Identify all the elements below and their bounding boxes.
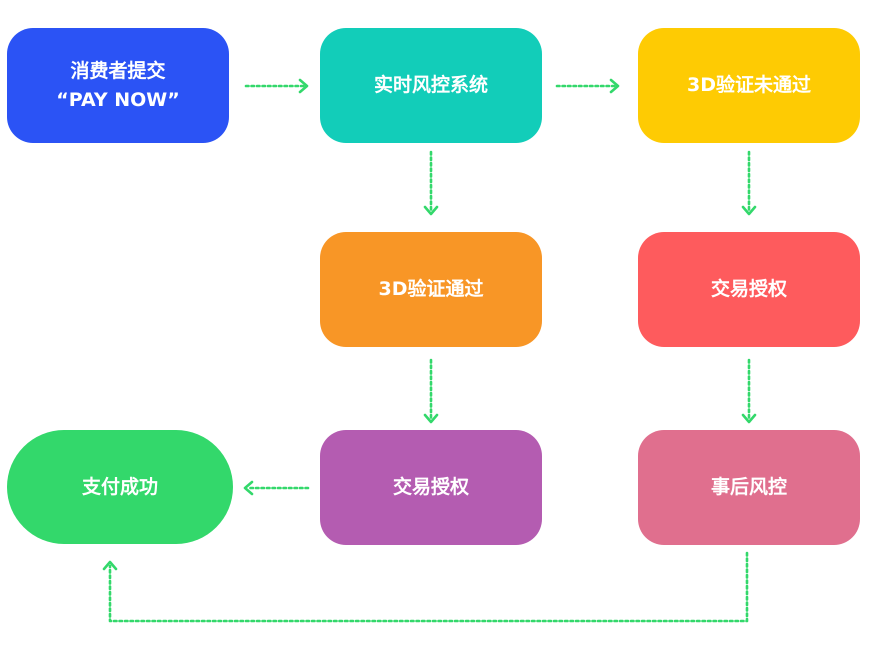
arrowhead-post-success — [102, 560, 118, 571]
node-transaction-authorization-mid-label: 交易授权 — [392, 476, 469, 498]
edge-post-success-line — [108, 551, 749, 623]
node-post-event-risk-control: 事后风控 — [638, 430, 860, 545]
node-post-event-risk-control-label: 事后风控 — [710, 476, 787, 498]
arrowhead-submit-risk — [298, 78, 309, 94]
arrowhead-3dpass-auth — [423, 413, 439, 424]
node-3d-verification-passed-label: 3D验证通过 — [378, 278, 484, 300]
node-consumer-submit: 消费者提交 “PAY NOW” — [7, 28, 229, 143]
arrowhead-auth-success — [243, 480, 254, 496]
node-realtime-risk-control-label: 实时风控系统 — [373, 74, 488, 96]
node-transaction-authorization-right-label: 交易授权 — [710, 278, 787, 300]
node-transaction-authorization-right: 交易授权 — [638, 232, 860, 347]
node-payment-success-label: 支付成功 — [81, 475, 158, 498]
node-payment-success: 支付成功 — [7, 430, 233, 544]
node-transaction-authorization-mid: 交易授权 — [320, 430, 542, 545]
arrowhead-risk-3dpass — [423, 205, 439, 216]
node-consumer-submit-line2: “PAY NOW” — [56, 88, 180, 111]
node-3d-verification-failed: 3D验证未通过 — [638, 28, 860, 143]
arrowhead-auth-post — [741, 413, 757, 424]
node-consumer-submit-line1: 消费者提交 — [70, 59, 166, 82]
arrowhead-3dfail-auth — [741, 205, 757, 216]
node-realtime-risk-control: 实时风控系统 — [320, 28, 542, 143]
arrowhead-risk-3dfail — [609, 78, 620, 94]
node-3d-verification-passed: 3D验证通过 — [320, 232, 542, 347]
node-3d-verification-failed-label: 3D验证未通过 — [687, 74, 811, 96]
